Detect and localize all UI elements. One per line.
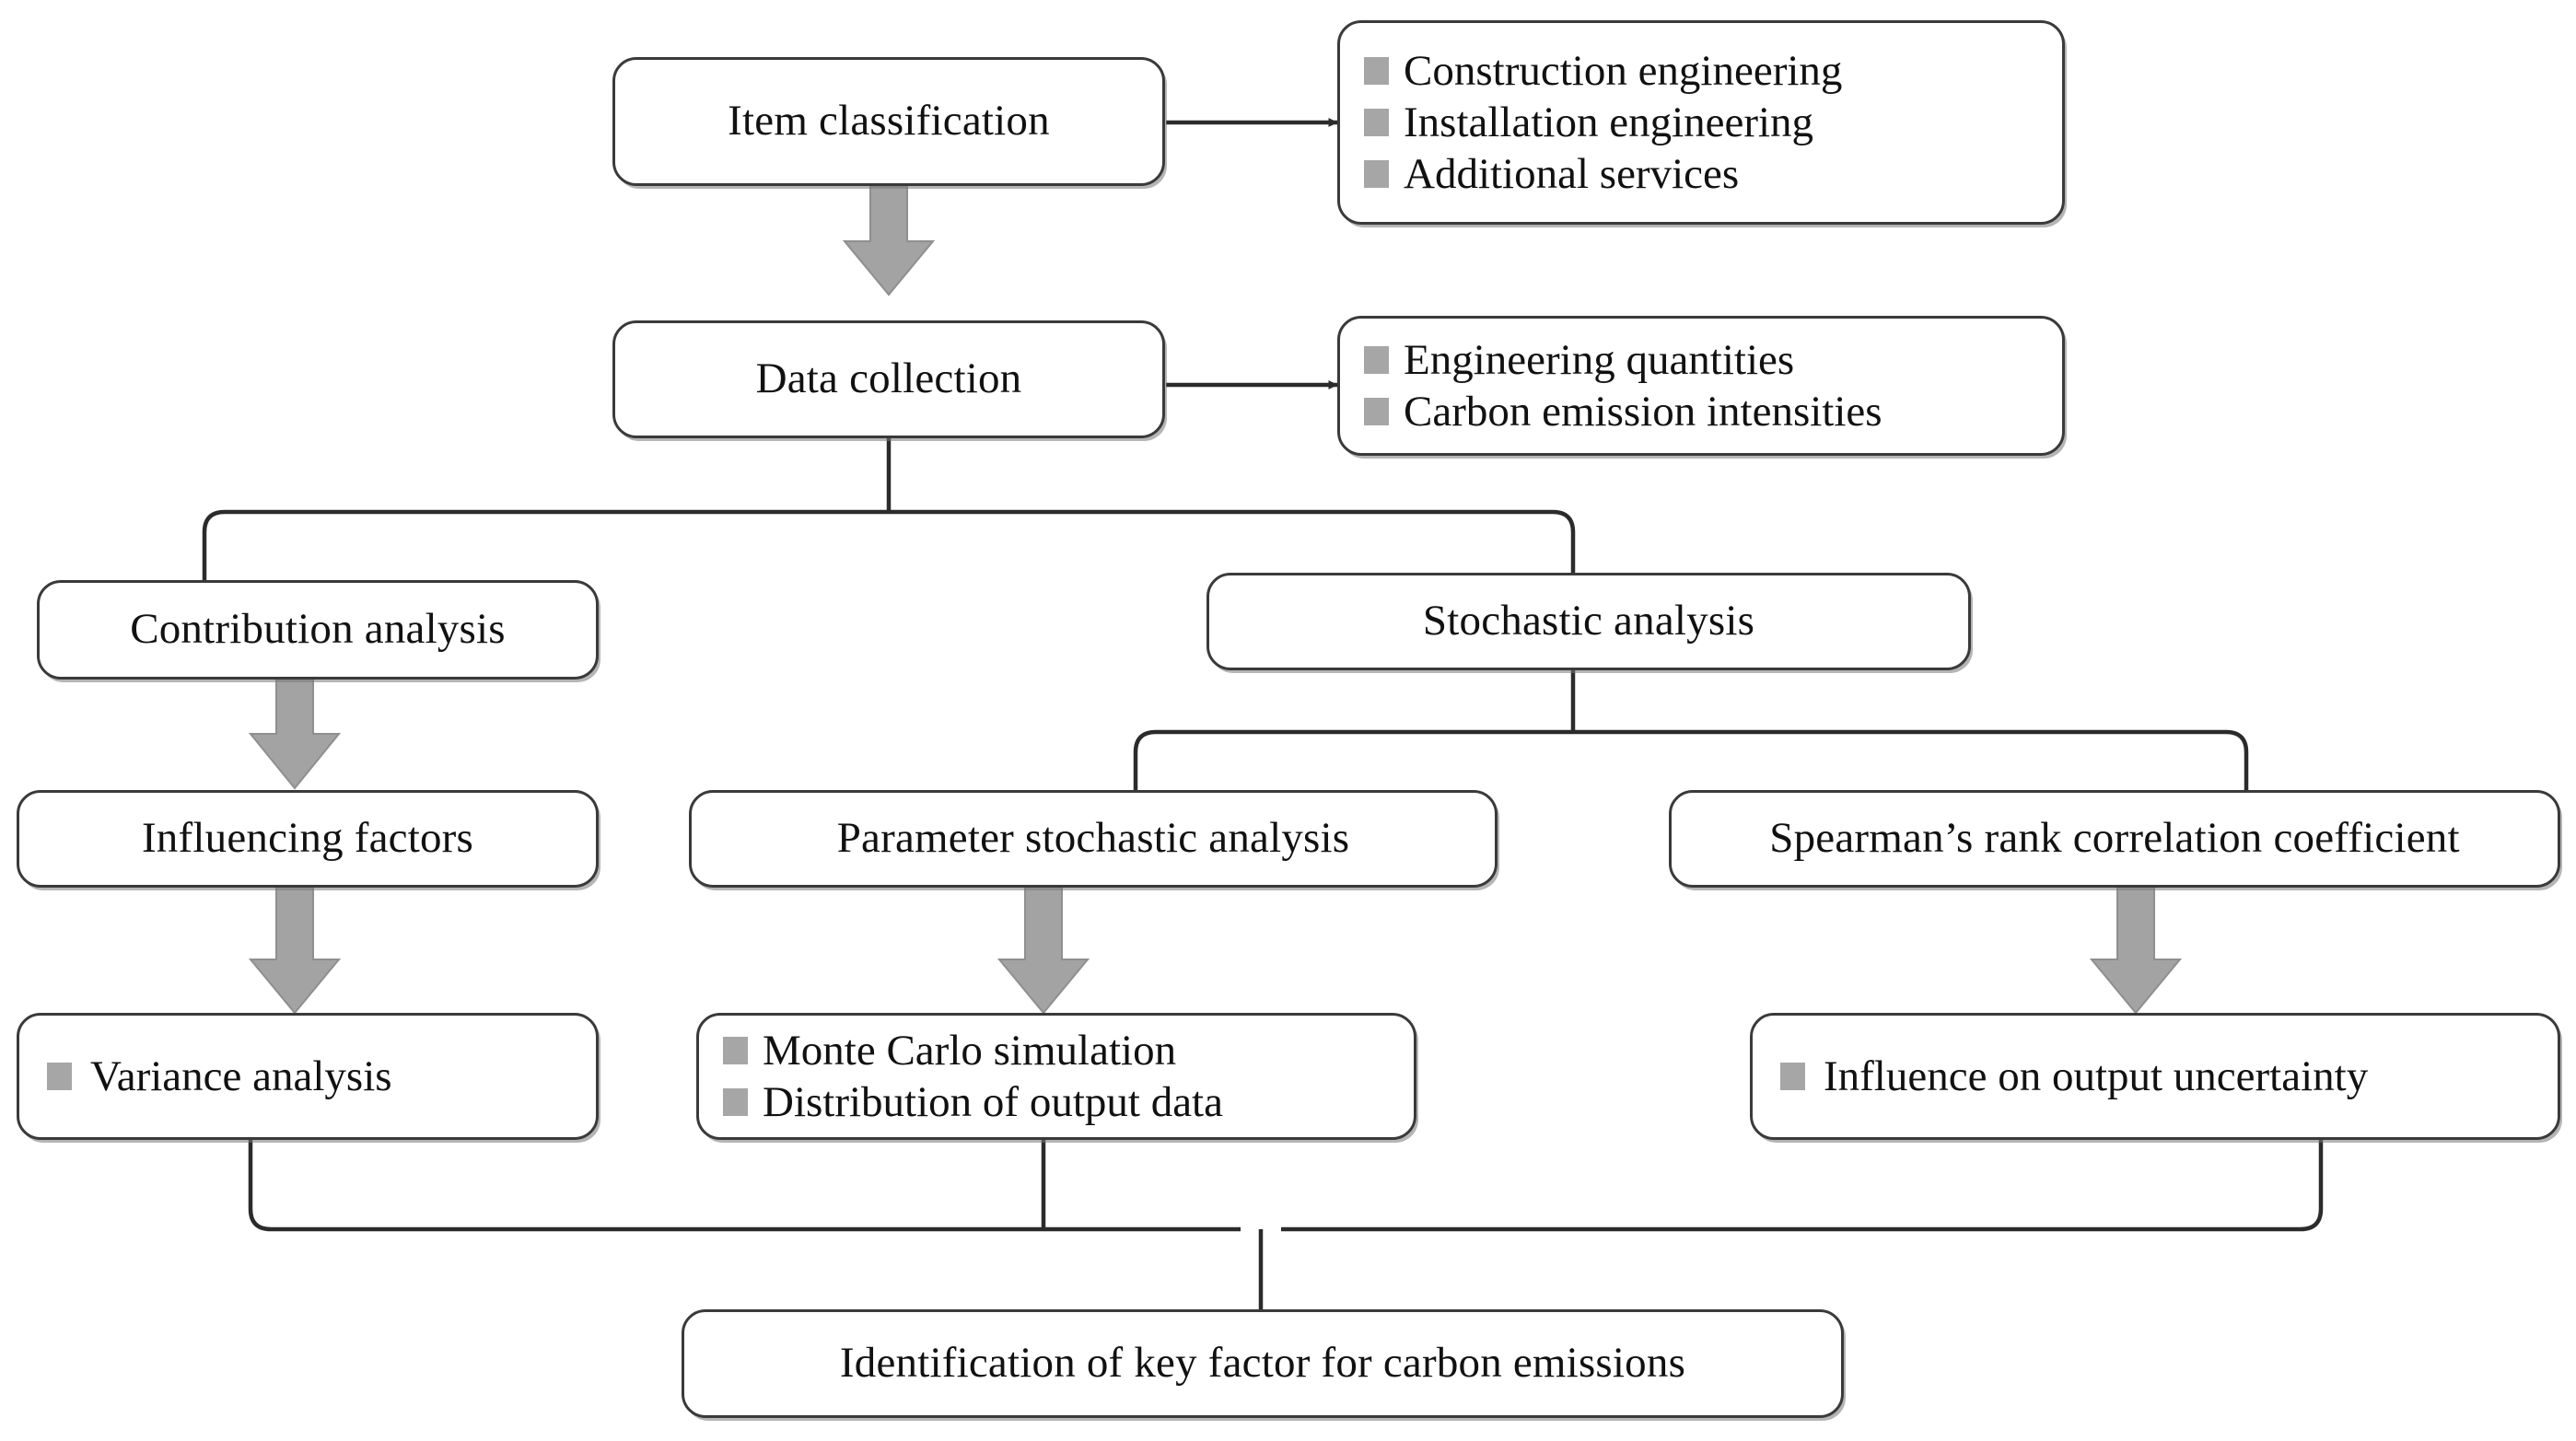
node-influence-on-output-uncertainty[interactable]: Influence on output uncertainty xyxy=(1750,1013,2560,1140)
node-monte-carlo[interactable]: Monte Carlo simulation Distribution of o… xyxy=(696,1013,1416,1140)
list-item-label: Distribution of output data xyxy=(763,1077,1223,1126)
list-item-label: Variance analysis xyxy=(90,1052,392,1100)
node-identification-of-key-factor[interactable]: Identification of key factor for carbon … xyxy=(682,1309,1844,1418)
bullet-list-variance-analysis: Variance analysis xyxy=(19,1052,392,1100)
square-bullet-icon xyxy=(1364,109,1389,136)
connector-contribution-to-influencing xyxy=(248,678,342,790)
connector-merge-to-identification xyxy=(248,1140,2324,1310)
square-bullet-icon xyxy=(1364,346,1389,374)
list-item: Engineering quantities xyxy=(1364,335,2062,384)
square-bullet-icon xyxy=(723,1037,748,1064)
node-item-classification-list[interactable]: Construction engineering Installation en… xyxy=(1337,20,2065,225)
list-item: Construction engineering xyxy=(1364,46,2062,95)
list-item-label: Installation engineering xyxy=(1404,98,1814,146)
connector-parameter-to-monte-carlo xyxy=(997,885,1090,1015)
connector-data-collection-split xyxy=(202,437,1576,582)
connector-item-classification-to-data-collection xyxy=(842,185,936,296)
node-data-collection-label: Data collection xyxy=(755,354,1022,403)
connector-stochastic-split xyxy=(1133,668,2249,792)
node-identification-of-key-factor-label: Identification of key factor for carbon … xyxy=(839,1339,1686,1388)
node-influencing-factors-label: Influencing factors xyxy=(141,814,474,863)
list-item: Carbon emission intensities xyxy=(1364,387,2062,436)
list-item-label: Construction engineering xyxy=(1404,46,1843,95)
node-parameter-stochastic-analysis-label: Parameter stochastic analysis xyxy=(836,814,1350,863)
node-data-collection[interactable]: Data collection xyxy=(612,320,1165,438)
list-item: Installation engineering xyxy=(1364,98,2062,146)
node-spearman-rank-correlation-label: Spearman’s rank correlation coefficient xyxy=(1769,814,2460,863)
node-parameter-stochastic-analysis[interactable]: Parameter stochastic analysis xyxy=(689,790,1498,888)
node-stochastic-analysis[interactable]: Stochastic analysis xyxy=(1206,573,1971,670)
bullet-list-item-classification: Construction engineering Installation en… xyxy=(1340,46,2062,198)
node-item-classification[interactable]: Item classification xyxy=(612,57,1165,186)
list-item: Distribution of output data xyxy=(723,1077,1414,1126)
node-contribution-analysis-label: Contribution analysis xyxy=(130,605,506,654)
list-item-label: Influence on output uncertainty xyxy=(1824,1052,2369,1100)
square-bullet-icon xyxy=(47,1063,72,1090)
list-item-label: Engineering quantities xyxy=(1404,335,1795,384)
list-item-label: Additional services xyxy=(1404,149,1740,198)
square-bullet-icon xyxy=(1364,57,1389,85)
square-bullet-icon xyxy=(1364,160,1389,188)
list-item: Additional services xyxy=(1364,149,2062,198)
node-variance-analysis[interactable]: Variance analysis xyxy=(17,1013,599,1140)
square-bullet-icon xyxy=(1780,1063,1805,1090)
node-spearman-rank-correlation[interactable]: Spearman’s rank correlation coefficient xyxy=(1669,790,2560,888)
bullet-list-data-collection: Engineering quantities Carbon emission i… xyxy=(1340,335,2062,436)
connector-influencing-to-variance xyxy=(248,885,342,1015)
list-item-label: Carbon emission intensities xyxy=(1404,387,1882,436)
list-item-label: Monte Carlo simulation xyxy=(763,1026,1177,1075)
square-bullet-icon xyxy=(723,1088,748,1116)
node-contribution-analysis[interactable]: Contribution analysis xyxy=(37,580,599,680)
connector-spearman-to-influence xyxy=(2089,885,2183,1015)
node-influencing-factors[interactable]: Influencing factors xyxy=(17,790,599,888)
list-item: Monte Carlo simulation xyxy=(723,1026,1414,1075)
bullet-list-influence-uncertainty: Influence on output uncertainty xyxy=(1753,1052,2369,1100)
node-data-collection-list[interactable]: Engineering quantities Carbon emission i… xyxy=(1337,316,2065,456)
node-stochastic-analysis-label: Stochastic analysis xyxy=(1422,597,1755,645)
bullet-list-monte-carlo: Monte Carlo simulation Distribution of o… xyxy=(699,1026,1414,1126)
node-item-classification-label: Item classification xyxy=(728,97,1050,145)
square-bullet-icon xyxy=(1364,398,1389,425)
